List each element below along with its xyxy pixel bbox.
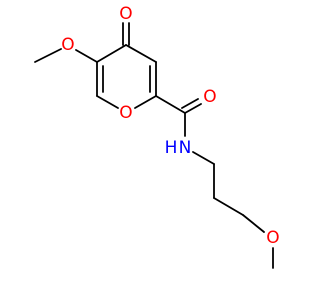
molecule-diagram: O O O O N H O [34, 4, 280, 269]
bonds-group [34, 22, 274, 269]
bond-chain-2-3 [213, 197, 244, 216]
amide-nitrogen-label: N [179, 138, 192, 158]
bond-chain-3-oxygen [242, 214, 265, 233]
methoxy-oxygen-bottom-label: O [266, 228, 279, 248]
amide-oxygen-label: O [203, 87, 216, 107]
bond-methyl-to-methoxy-oxygen [34, 48, 62, 63]
bond-carbonyl-oxygen-a [184, 103, 202, 114]
bond-c4-c3 [125, 44, 157, 63]
methoxy-oxygen-top-label: O [61, 35, 74, 55]
bond-c2-ring-oxygen [134, 95, 157, 109]
structure-svg: O O O O N H O [34, 4, 280, 269]
bond-methoxy-oxygen-to-ring-carbon [75, 49, 98, 63]
bond-c2-carbonyl-carbon [155, 95, 186, 114]
bond-c5-c4 [96, 44, 127, 63]
ketone-oxygen-label: O [119, 4, 132, 24]
bond-nitrogen-to-chain [192, 151, 215, 165]
ring-oxygen-label: O [119, 103, 132, 123]
bond-carbonyl-oxygen-b [181, 98, 199, 109]
atom-labels-group: O O O O N H O [61, 4, 279, 248]
amide-hydrogen-label: H [165, 138, 178, 158]
bond-ring-oxygen-c6 [96, 95, 119, 109]
